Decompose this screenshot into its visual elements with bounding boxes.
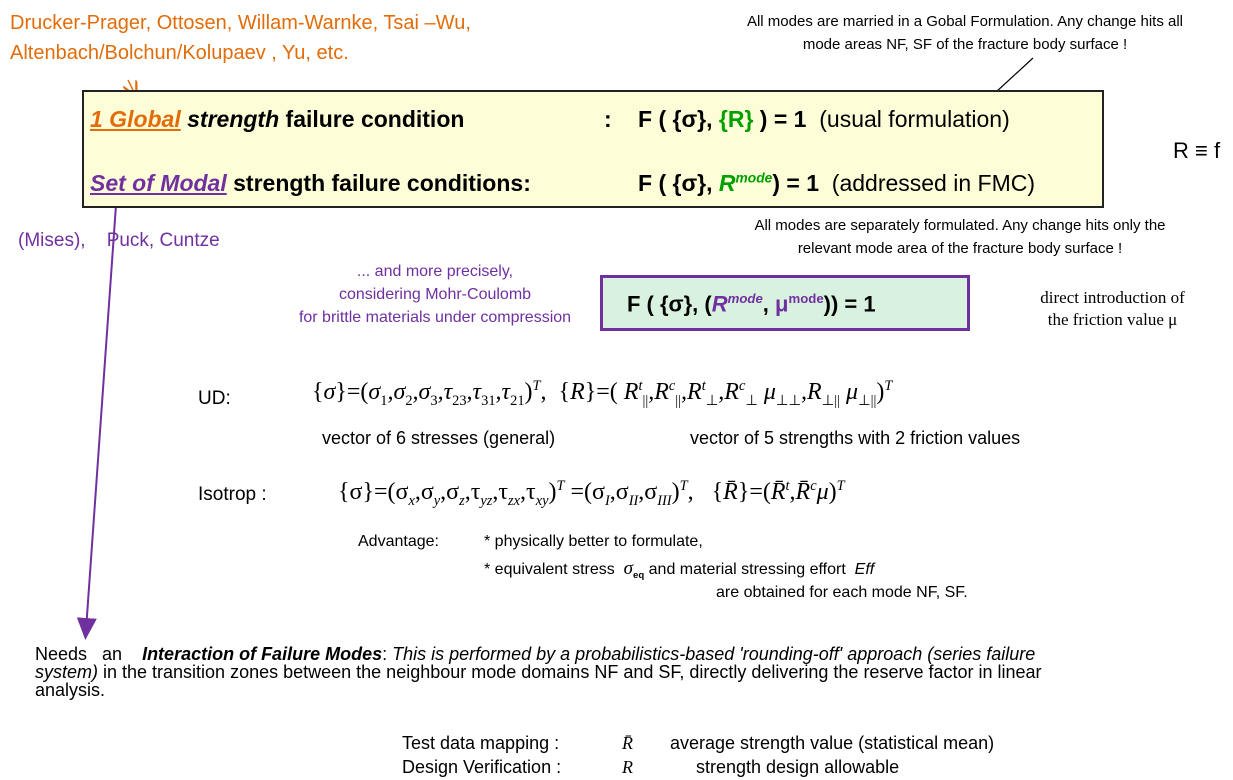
ud-label: UD: bbox=[198, 388, 231, 409]
modal-formula: F ( {σ}, Rmode) = 1 (addressed in FMC) bbox=[638, 170, 1036, 196]
legend-symbol: R bbox=[622, 757, 633, 777]
modal-condition-row: Set of Modal strength failure conditions… bbox=[90, 170, 1035, 197]
author-list-line2: Altenbach/Bolchun/Kolupaev , Yu, etc. bbox=[10, 42, 349, 64]
purple-arrow bbox=[76, 204, 117, 640]
legend-row-design: Design Verification : R strength design … bbox=[402, 757, 899, 778]
global-formula: F ( {σ}, {R} ) = 1 (usual formulation) bbox=[638, 106, 1010, 132]
r-equiv-f: R ≡ f bbox=[1173, 138, 1221, 163]
isotrop-label: Isotrop : bbox=[198, 484, 267, 505]
strength-italic: strength bbox=[187, 106, 280, 132]
modal-label-rest: strength failure conditions: bbox=[226, 170, 531, 196]
mises-label: (Mises), bbox=[18, 230, 86, 251]
mohr-line3: for brittle materials under compression bbox=[298, 309, 572, 326]
mohr-coulomb-note: ... and more precisely, considering Mohr… bbox=[270, 260, 600, 329]
failure-condition-box: 1 Global strength failure condition : F … bbox=[82, 90, 1104, 208]
advantage-item-1: * physically better to formulate, bbox=[484, 533, 703, 550]
mohr-line2: considering Mohr-Coulomb bbox=[338, 286, 532, 303]
modal-note-line2: relevant mode area of the fracture body … bbox=[797, 240, 1123, 257]
puck-cuntze-label: Puck, Cuntze bbox=[106, 230, 220, 251]
global-note-line2: mode areas NF, SF of the fracture body s… bbox=[802, 36, 1128, 53]
legend-desc: strength design allowable bbox=[696, 757, 900, 777]
global-condition-row: 1 Global strength failure condition : F … bbox=[90, 106, 1010, 133]
interaction-paragraph: Needs an Interaction of Failure Modes: T… bbox=[35, 644, 1042, 700]
interaction-heading: Interaction of Failure Modes bbox=[142, 644, 383, 664]
friction-formula-box: F ( {σ}, (Rmode, μmode)) = 1 bbox=[600, 275, 970, 331]
modal-note-line1: All modes are separately formulated. Any… bbox=[754, 217, 1166, 234]
legend-row-test-data: Test data mapping : R̄ average strength … bbox=[402, 733, 994, 754]
modal-author-list: (Mises), Puck, Cuntze bbox=[18, 230, 220, 252]
ud-equation: {σ}=(σ1,σ2,σ3,τ23,τ31,τ21)T, {R}=( Rt||,… bbox=[312, 378, 893, 409]
legend-desc: average strength value (statistical mean… bbox=[670, 733, 995, 753]
ud-stress-caption: vector of 6 stresses (general) bbox=[322, 428, 556, 448]
orange-arrow bbox=[128, 79, 133, 90]
legend-label: Test data mapping : bbox=[402, 733, 560, 753]
author-list-line1: Drucker-Prager, Ottosen, Willam-Warnke, … bbox=[10, 12, 471, 34]
legend-label: Design Verification : bbox=[402, 757, 562, 777]
modal-label: Set of Modal bbox=[90, 170, 227, 196]
global-note-line1: All modes are married in a Gobal Formula… bbox=[746, 13, 1184, 30]
modal-formula-note: (addressed in FMC) bbox=[831, 170, 1036, 196]
advantage-item-2: * equivalent stress σeq and material str… bbox=[484, 558, 875, 582]
global-colon: : bbox=[604, 106, 612, 132]
global-formulation-note: All modes are married in a Gobal Formula… bbox=[700, 10, 1230, 56]
friction-note: direct introduction of the friction valu… bbox=[1010, 287, 1215, 331]
global-formula-note: (usual formulation) bbox=[819, 106, 1010, 132]
author-list: Drucker-Prager, Ottosen, Willam-Warnke, … bbox=[10, 8, 471, 68]
friction-note-line2: the friction value μ bbox=[1047, 310, 1178, 329]
advantage-item-3: are obtained for each mode NF, SF. bbox=[716, 584, 968, 601]
global-label-rest: failure condition bbox=[279, 106, 465, 132]
legend-symbol: R̄ bbox=[622, 733, 633, 753]
modal-formulation-note: All modes are separately formulated. Any… bbox=[690, 214, 1230, 260]
ud-strength-caption: vector of 5 strengths with 2 friction va… bbox=[690, 428, 1021, 448]
advantage-label: Advantage: bbox=[358, 533, 439, 550]
mohr-line1: ... and more precisely, bbox=[356, 263, 514, 280]
isotrop-equation: {σ}=(σx,σy,σz,τyz,τzx,τxy)T =(σI,σII,σII… bbox=[338, 478, 845, 509]
friction-note-line1: direct introduction of bbox=[1040, 288, 1185, 307]
global-label: 1 Global bbox=[90, 106, 181, 132]
